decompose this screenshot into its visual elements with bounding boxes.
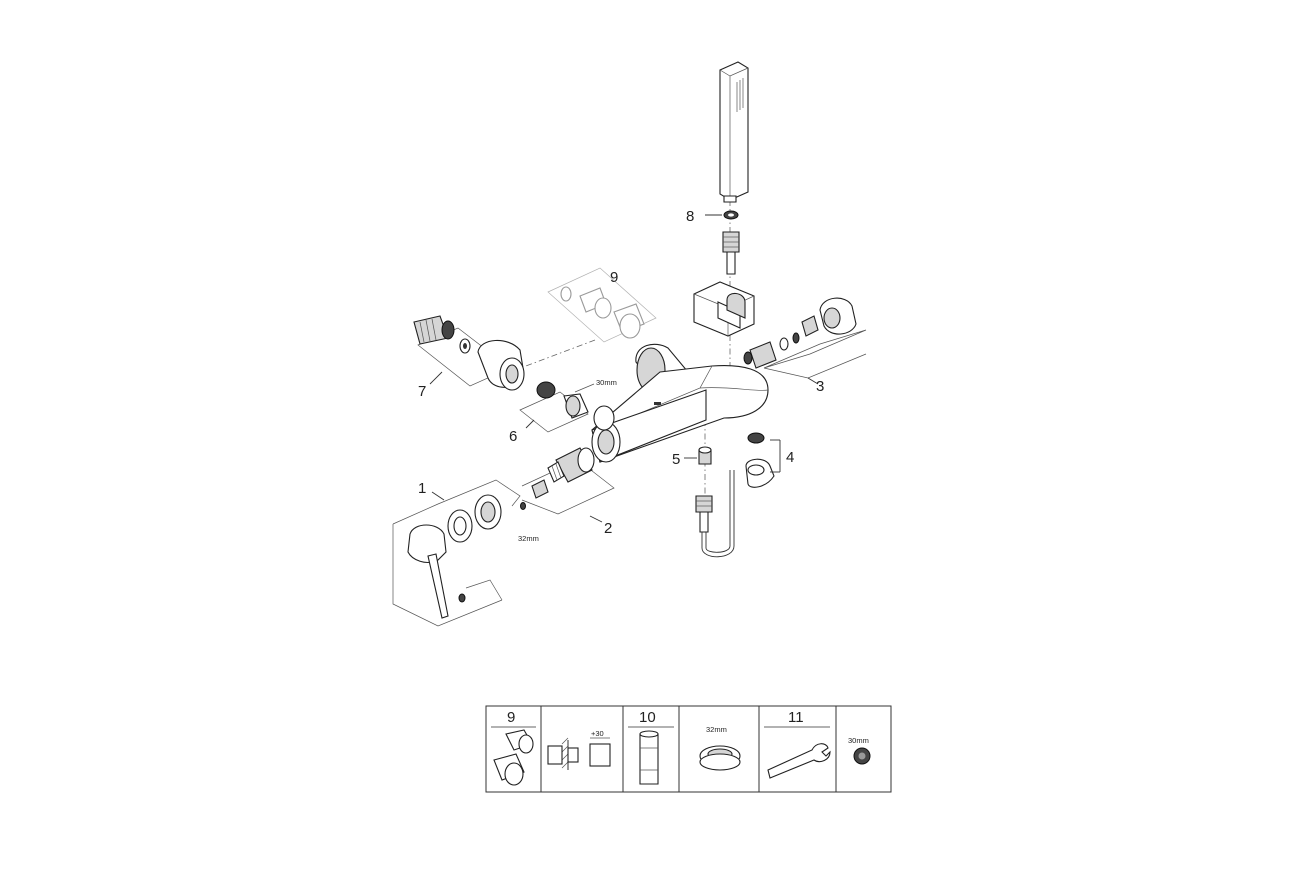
legend-label-30mm: 30mm <box>848 736 869 745</box>
sealing-ring-icon <box>699 745 741 771</box>
callout-2: 2 <box>604 520 612 537</box>
lever-handle-1 <box>392 479 521 627</box>
callout-7: 7 <box>418 383 426 400</box>
legend-label-32mm: 32mm <box>706 725 727 734</box>
callout-4: 4 <box>786 449 794 466</box>
callout-9: 9 <box>610 269 618 286</box>
dimension-32mm: 32mm <box>518 534 539 543</box>
inlet-axis <box>509 339 596 373</box>
nut-assembly-6 <box>519 381 589 433</box>
extension-set-9 <box>547 267 657 343</box>
flow-part-5 <box>698 446 712 465</box>
callout-1: 1 <box>418 480 426 497</box>
callout-3: 3 <box>816 378 824 395</box>
callout-6: 6 <box>509 428 517 445</box>
legend-number-9: 9 <box>507 709 515 726</box>
callout-8: 8 <box>686 208 694 225</box>
callout-5: 5 <box>672 451 680 468</box>
legend-label-plus30: +30 <box>591 729 604 738</box>
cartridge-2 <box>520 447 615 515</box>
depth-extension-icon <box>547 737 611 770</box>
dimension-30mm: 30mm <box>596 378 617 387</box>
extension-icon <box>493 729 534 786</box>
legend-number-11: 11 <box>788 709 804 726</box>
nut-icon <box>853 747 871 765</box>
hand-shower <box>719 61 749 203</box>
aerator-4 <box>745 432 775 488</box>
shower-hose <box>695 470 735 558</box>
wrench-icon <box>767 743 831 779</box>
accessory-legend-table: 9 +30 10 32mm <box>485 705 892 793</box>
inlet-connector-3 <box>743 297 867 379</box>
washer-8 <box>723 210 739 220</box>
inlet-connector-7 <box>413 315 525 391</box>
hose-connector-top <box>722 231 740 275</box>
legend-number-10: 10 <box>639 709 656 726</box>
shower-holder <box>693 281 755 337</box>
extension-sleeve-icon <box>639 730 659 785</box>
mixer-body <box>591 343 769 463</box>
